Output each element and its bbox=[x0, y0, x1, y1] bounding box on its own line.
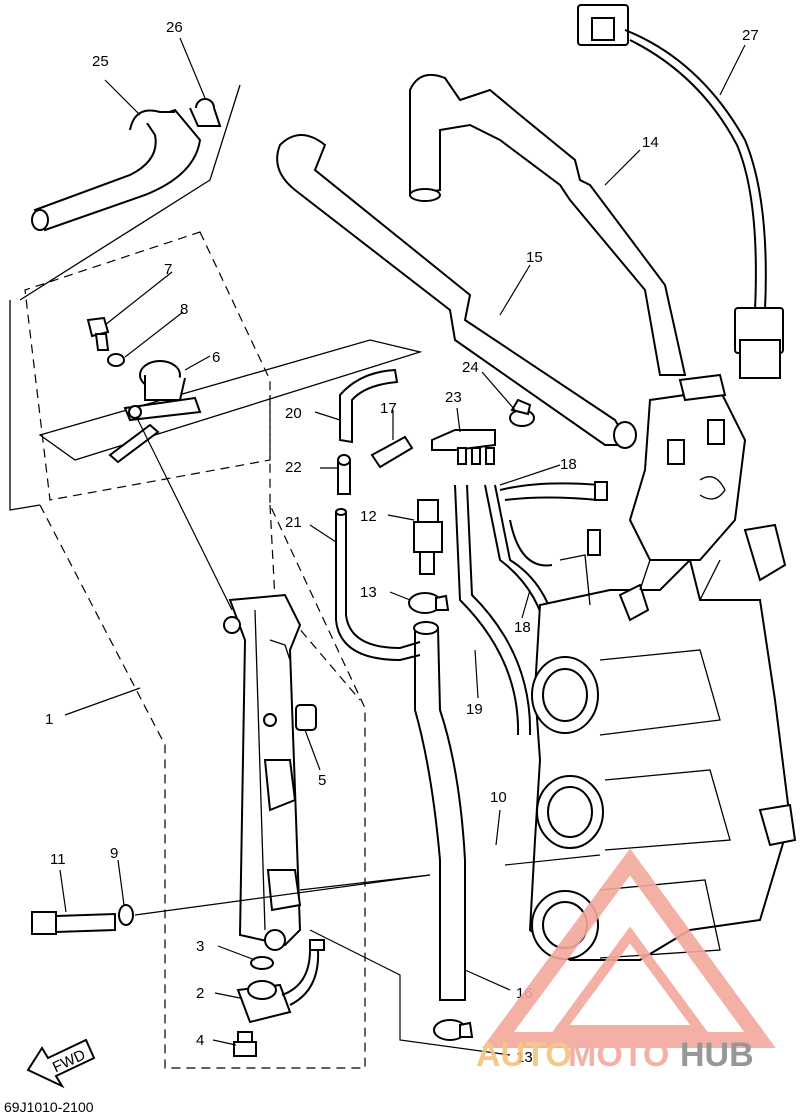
callout-12: 12 bbox=[360, 508, 377, 525]
callout-17: 17 bbox=[380, 400, 397, 417]
callout-2: 2 bbox=[196, 985, 204, 1002]
clamp-13-upper bbox=[408, 592, 450, 614]
hose-17 bbox=[370, 435, 414, 469]
callout-24: 24 bbox=[462, 359, 479, 376]
clamp-13-lower bbox=[433, 1019, 474, 1041]
wire-harness-27 bbox=[577, 4, 784, 379]
callout-8: 8 bbox=[180, 301, 188, 318]
injector-5 bbox=[295, 704, 317, 731]
watermark-part1: AUTO bbox=[476, 1036, 572, 1074]
callout-27: 27 bbox=[742, 27, 759, 44]
o-ring-3 bbox=[250, 956, 274, 970]
callout-11: 11 bbox=[50, 851, 66, 868]
leader-lines bbox=[59, 37, 746, 1056]
fuel-joint-2 bbox=[236, 939, 325, 1024]
callout-6: 6 bbox=[212, 349, 220, 366]
diagram-code: 69J1010-2100 bbox=[4, 1099, 94, 1115]
fuel-rail-1 bbox=[223, 593, 302, 951]
bolt-4 bbox=[233, 1031, 257, 1057]
pressure-regulator-6 bbox=[108, 360, 202, 464]
callout-13-upper: 13 bbox=[360, 584, 377, 601]
callout-4: 4 bbox=[196, 1032, 204, 1049]
filter-12 bbox=[413, 499, 443, 575]
bolt-11 bbox=[31, 911, 116, 935]
callout-9: 9 bbox=[110, 845, 118, 862]
fitting-22 bbox=[337, 454, 351, 495]
callout-1: 1 bbox=[45, 711, 53, 728]
callout-26: 26 bbox=[166, 19, 183, 36]
callout-23: 23 bbox=[445, 389, 462, 406]
hose-15 bbox=[276, 134, 637, 449]
joint-23 bbox=[431, 429, 496, 465]
washer-8 bbox=[107, 353, 125, 367]
bolt-7 bbox=[86, 316, 110, 351]
hose-20 bbox=[339, 368, 399, 444]
hose-16 bbox=[413, 621, 466, 1001]
watermark-logo: AUTO MOTO HUB bbox=[476, 848, 776, 1074]
callout-7: 7 bbox=[164, 261, 172, 278]
forward-arrow-icon: FWD bbox=[26, 1038, 96, 1089]
callout-numbers: 1 2 3 4 5 6 7 8 9 10 11 12 13 13 14 15 1… bbox=[45, 19, 759, 1066]
hose-25 bbox=[31, 108, 202, 232]
callout-19: 19 bbox=[466, 701, 483, 718]
callout-20: 20 bbox=[285, 405, 302, 422]
clip-24 bbox=[509, 398, 535, 427]
callout-21: 21 bbox=[285, 514, 302, 531]
callout-15: 15 bbox=[526, 249, 543, 266]
clamp-26 bbox=[189, 98, 222, 127]
callout-18-lower: 18 bbox=[514, 619, 531, 636]
hose-14 bbox=[409, 74, 687, 376]
callout-13-lower: 13 bbox=[516, 1049, 533, 1066]
callout-10: 10 bbox=[490, 789, 507, 806]
callout-5: 5 bbox=[318, 772, 326, 789]
callout-22: 22 bbox=[285, 459, 302, 476]
callout-18-upper: 18 bbox=[560, 456, 577, 473]
callout-14: 14 bbox=[642, 134, 659, 151]
callout-3: 3 bbox=[196, 938, 204, 955]
watermark-part2: MOTO bbox=[568, 1036, 669, 1074]
washer-9 bbox=[118, 904, 134, 926]
callout-25: 25 bbox=[92, 53, 109, 70]
hose-21 bbox=[335, 508, 421, 662]
watermark-part3: HUB bbox=[680, 1036, 754, 1074]
hose-19 bbox=[454, 484, 532, 736]
